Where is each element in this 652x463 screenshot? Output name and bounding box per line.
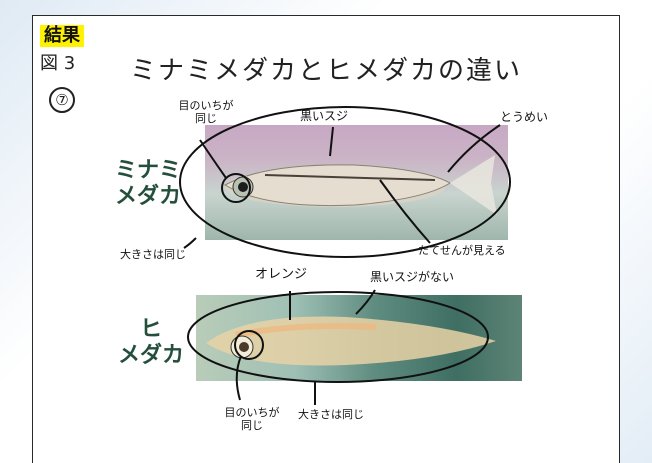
note-vertical-line: たてせんが見える xyxy=(418,244,506,257)
note-eye-position-top-line2: 同じ xyxy=(176,112,236,125)
note-transparent: とうめい xyxy=(500,111,548,124)
note-eye-position-bottom-line2: 同じ xyxy=(222,419,282,432)
note-eye-position-bottom-line1: 目のいちが xyxy=(222,406,282,419)
note-eye-position-top: 目のいちが 同じ xyxy=(176,99,236,125)
note-eye-position-bottom: 目のいちが 同じ xyxy=(222,406,282,432)
note-orange: オレンジ xyxy=(255,268,307,281)
note-eye-position-top-line1: 目のいちが xyxy=(176,99,236,112)
note-black-stripe: 黒いスジ xyxy=(300,110,348,123)
note-size-same-bottom: 大きさは同じ xyxy=(298,408,364,421)
note-size-same-top: 大きさは同じ xyxy=(120,248,186,261)
note-no-black-stripe: 黒いスジがない xyxy=(370,271,454,284)
